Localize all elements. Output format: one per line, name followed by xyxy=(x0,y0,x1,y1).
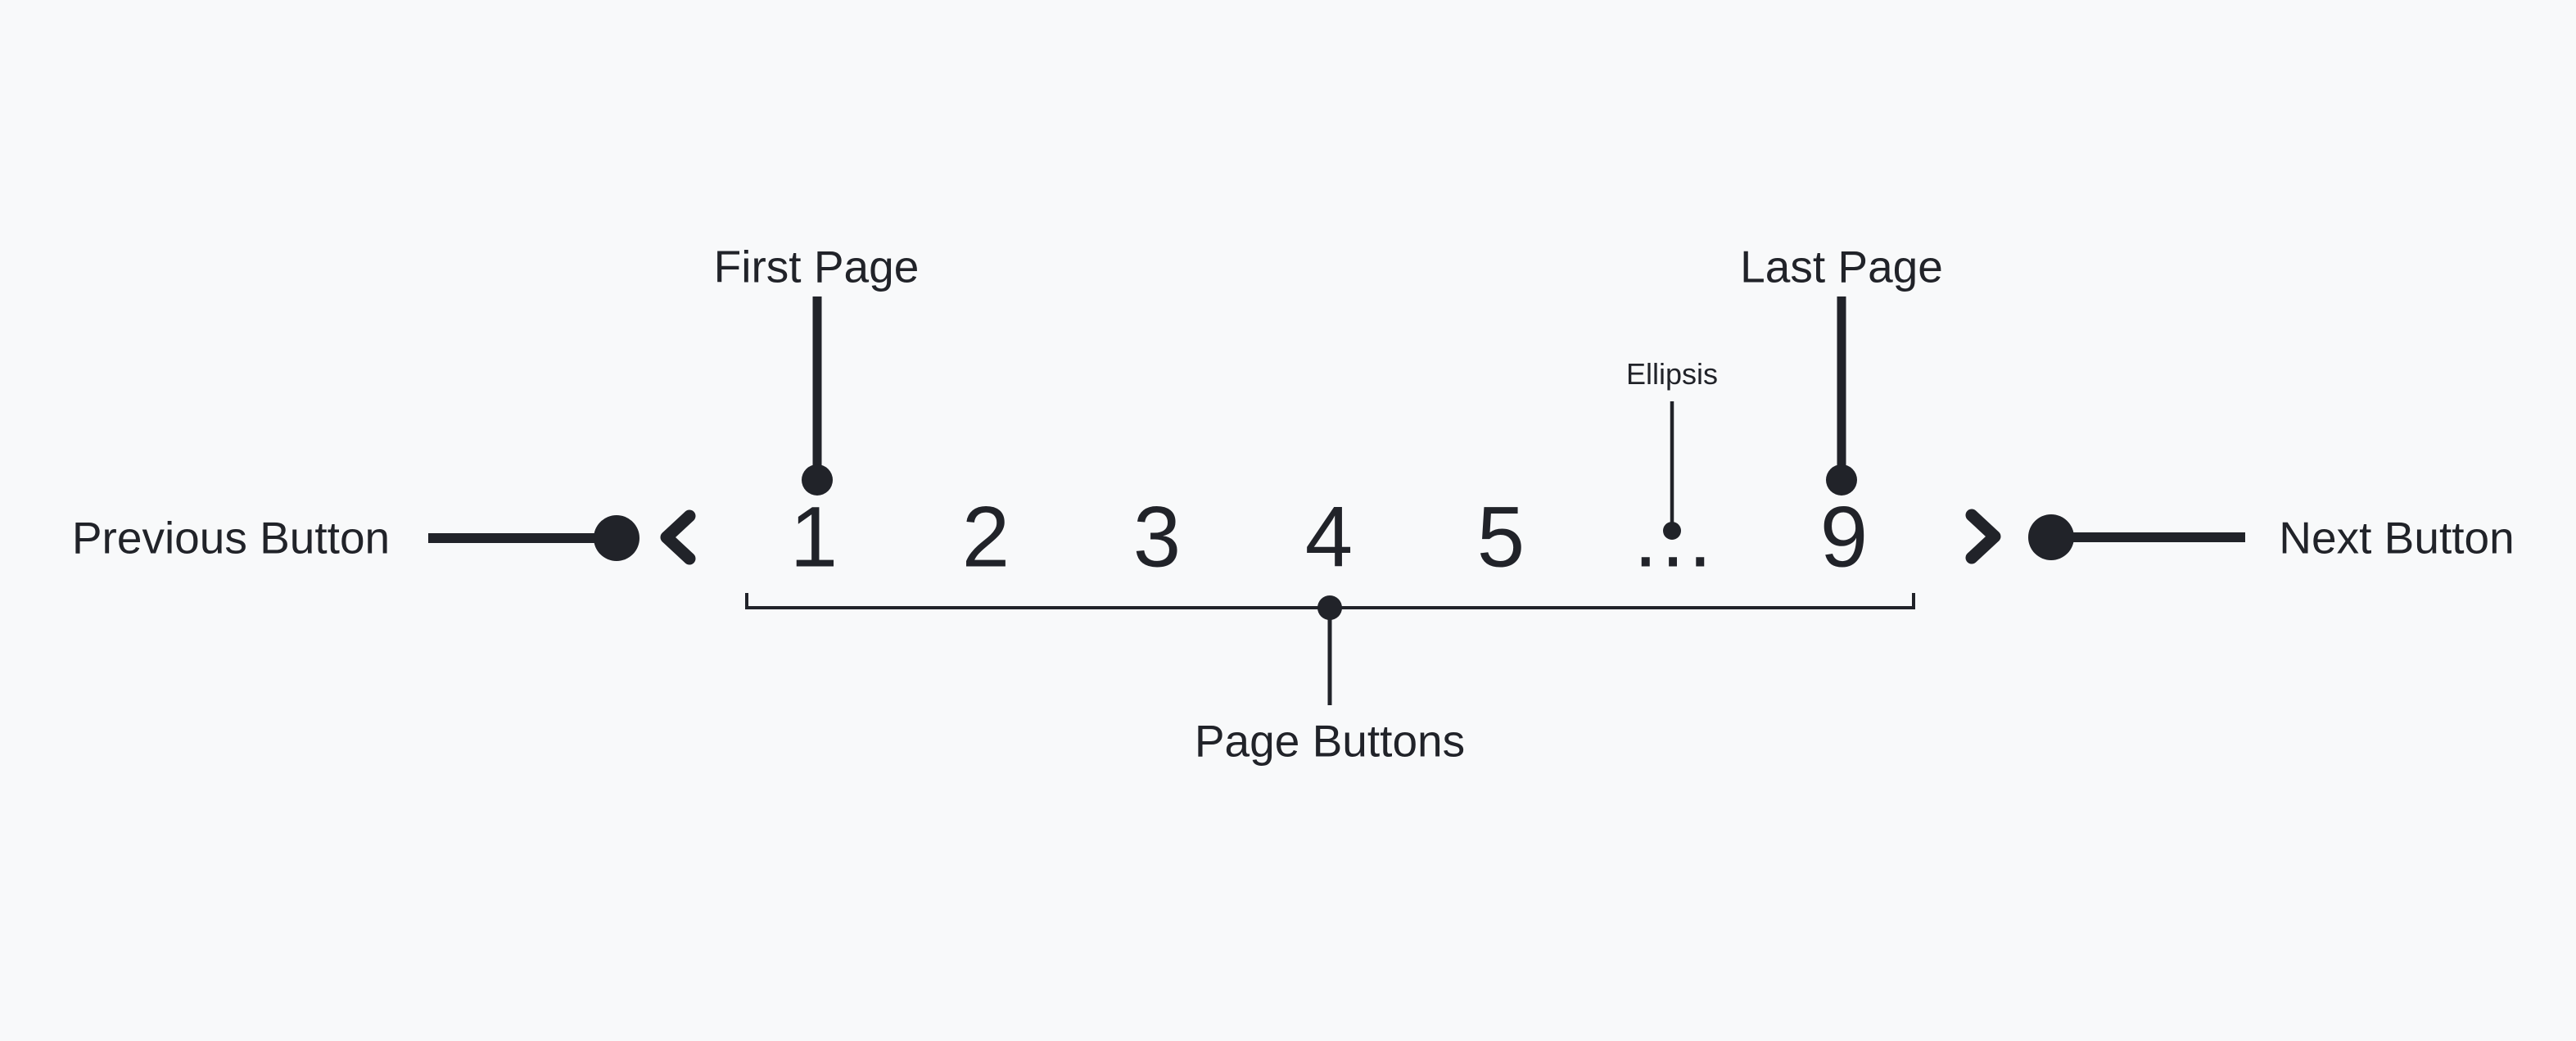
page-button-1[interactable]: 1 xyxy=(789,489,838,586)
previous-callout-dot xyxy=(594,515,639,561)
page-button-4[interactable]: 4 xyxy=(1304,489,1354,586)
last-page-label: Last Page xyxy=(1740,241,1943,292)
page-button-9[interactable]: 9 xyxy=(1819,489,1869,586)
ellipsis-label: Ellipsis xyxy=(1625,357,1719,391)
previous-button-label: Previous Button xyxy=(71,512,391,563)
ellipsis-callout-dot xyxy=(1663,522,1681,540)
page-ellipsis: … xyxy=(1629,489,1716,586)
next-button[interactable] xyxy=(1959,502,2008,571)
first-page-callout-dot xyxy=(802,464,833,496)
chevron-left-icon xyxy=(660,509,696,565)
previous-button[interactable] xyxy=(653,503,703,572)
chevron-right-icon xyxy=(1965,509,2001,564)
page-buttons-label: Page Buttons xyxy=(1194,715,1466,767)
last-page-callout-dot xyxy=(1826,464,1857,496)
next-button-label: Next Button xyxy=(2279,512,2515,563)
page-button-2[interactable]: 2 xyxy=(961,489,1010,586)
page-button-5[interactable]: 5 xyxy=(1476,489,1525,586)
first-page-label: First Page xyxy=(713,241,920,292)
page-button-3[interactable]: 3 xyxy=(1132,489,1182,586)
